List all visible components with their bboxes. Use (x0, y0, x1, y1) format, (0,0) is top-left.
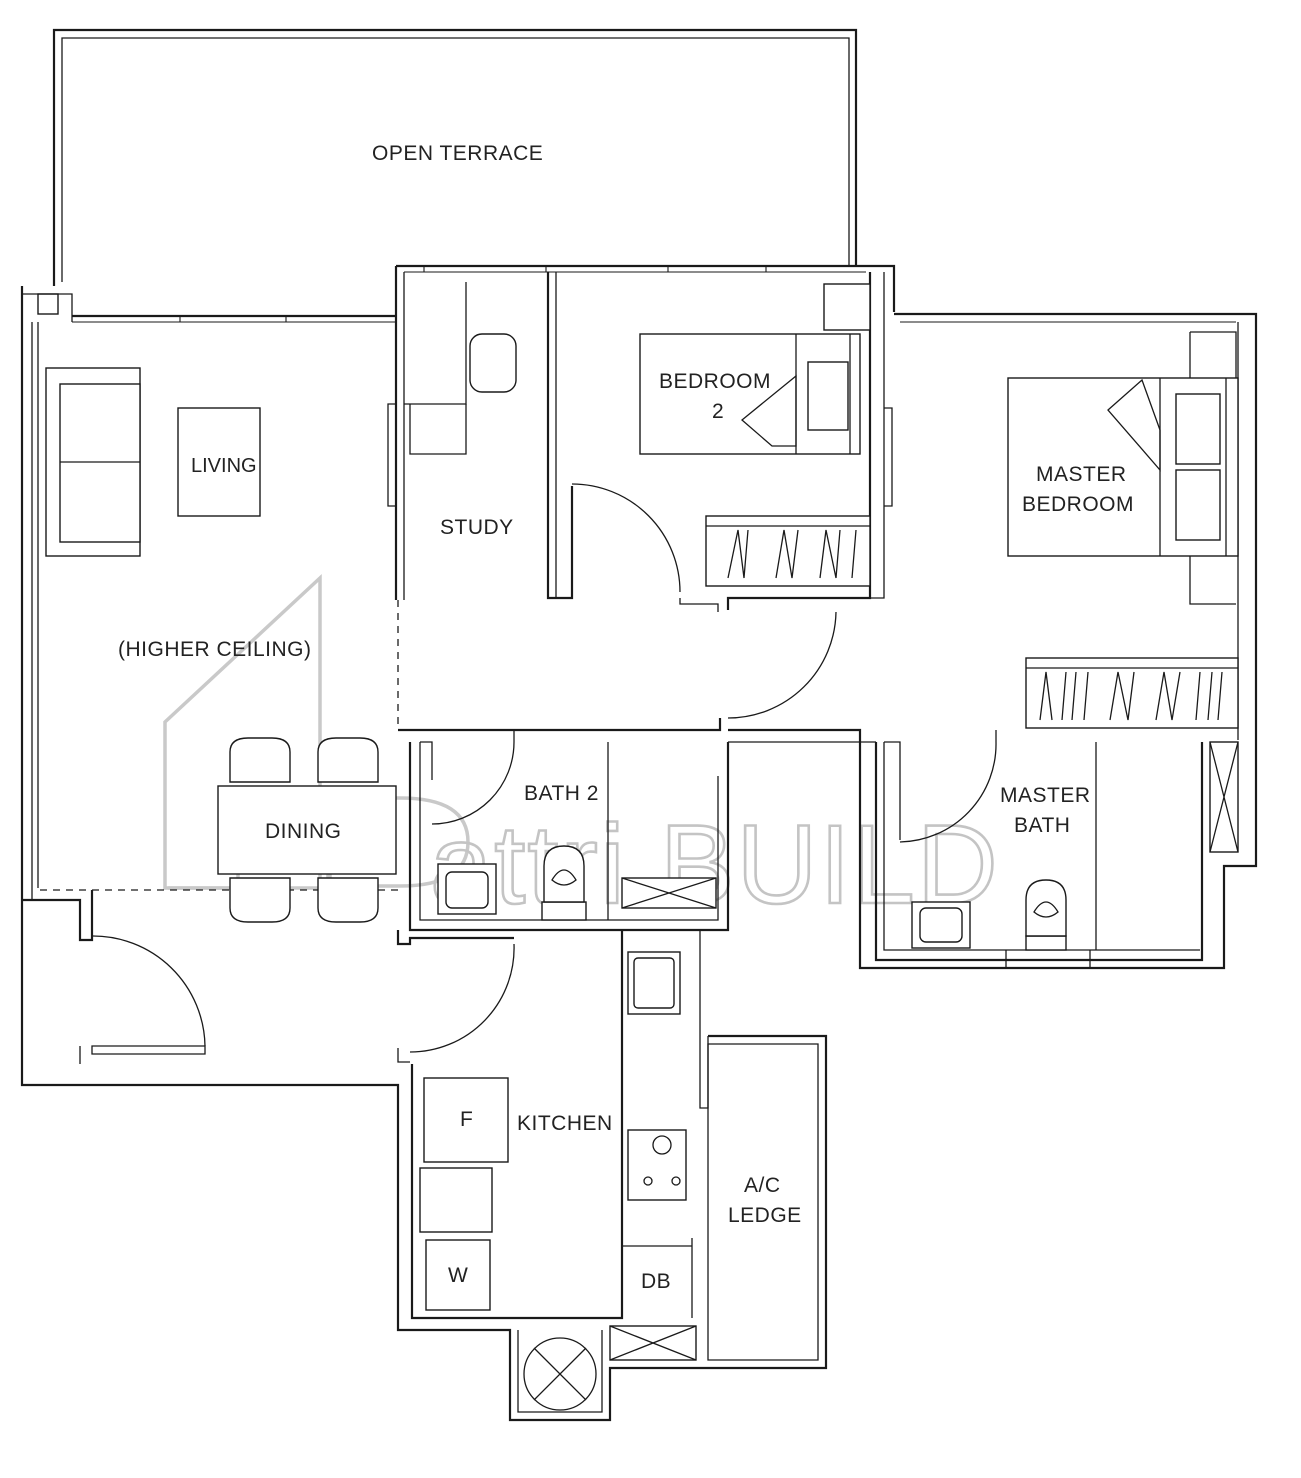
bath2-fixtures (437, 845, 717, 921)
label-fridge: F (460, 1108, 473, 1131)
room-labels: OPEN TERRACE LIVING (HIGHER CEILING) STU… (118, 142, 1134, 1293)
label-bedroom2: BEDROOM (659, 370, 771, 393)
label-bedroom2-num: 2 (712, 400, 724, 423)
sofa (45, 367, 141, 557)
study-desk (404, 282, 517, 455)
open-terrace (52, 28, 858, 286)
label-master-bath-2: BATH (1014, 814, 1070, 837)
label-master-bedroom-1: MASTER (1036, 463, 1127, 486)
label-bath2: BATH 2 (524, 782, 599, 805)
label-washer: W (448, 1264, 468, 1287)
master-bath-fixtures (911, 879, 1067, 951)
label-living: LIVING (191, 455, 257, 477)
dining-set (217, 737, 397, 923)
furniture (45, 282, 1239, 1411)
label-study: STUDY (440, 516, 514, 539)
label-kitchen: KITCHEN (517, 1112, 613, 1135)
master-shelf (1209, 741, 1239, 853)
living-table (177, 407, 261, 517)
label-dining: DINING (265, 820, 342, 843)
bedroom2-wardrobe (705, 515, 871, 587)
kitchen-fixtures (419, 951, 697, 1411)
label-open-terrace: OPEN TERRACE (372, 142, 543, 165)
label-db: DB (641, 1270, 671, 1293)
label-ac-ledge-1: A/C (744, 1174, 781, 1197)
label-master-bedroom-2: BEDROOM (1022, 493, 1134, 516)
interior-walls (22, 266, 1237, 1413)
label-master-bath-1: MASTER (1000, 784, 1091, 807)
label-ac-ledge-2: LEDGE (728, 1204, 802, 1227)
master-wardrobe (1025, 657, 1239, 729)
bedroom2-bed (639, 333, 861, 455)
master-bed (1007, 377, 1239, 557)
label-higher-ceiling: (HIGHER CEILING) (118, 638, 312, 661)
door-swings (91, 483, 997, 1053)
